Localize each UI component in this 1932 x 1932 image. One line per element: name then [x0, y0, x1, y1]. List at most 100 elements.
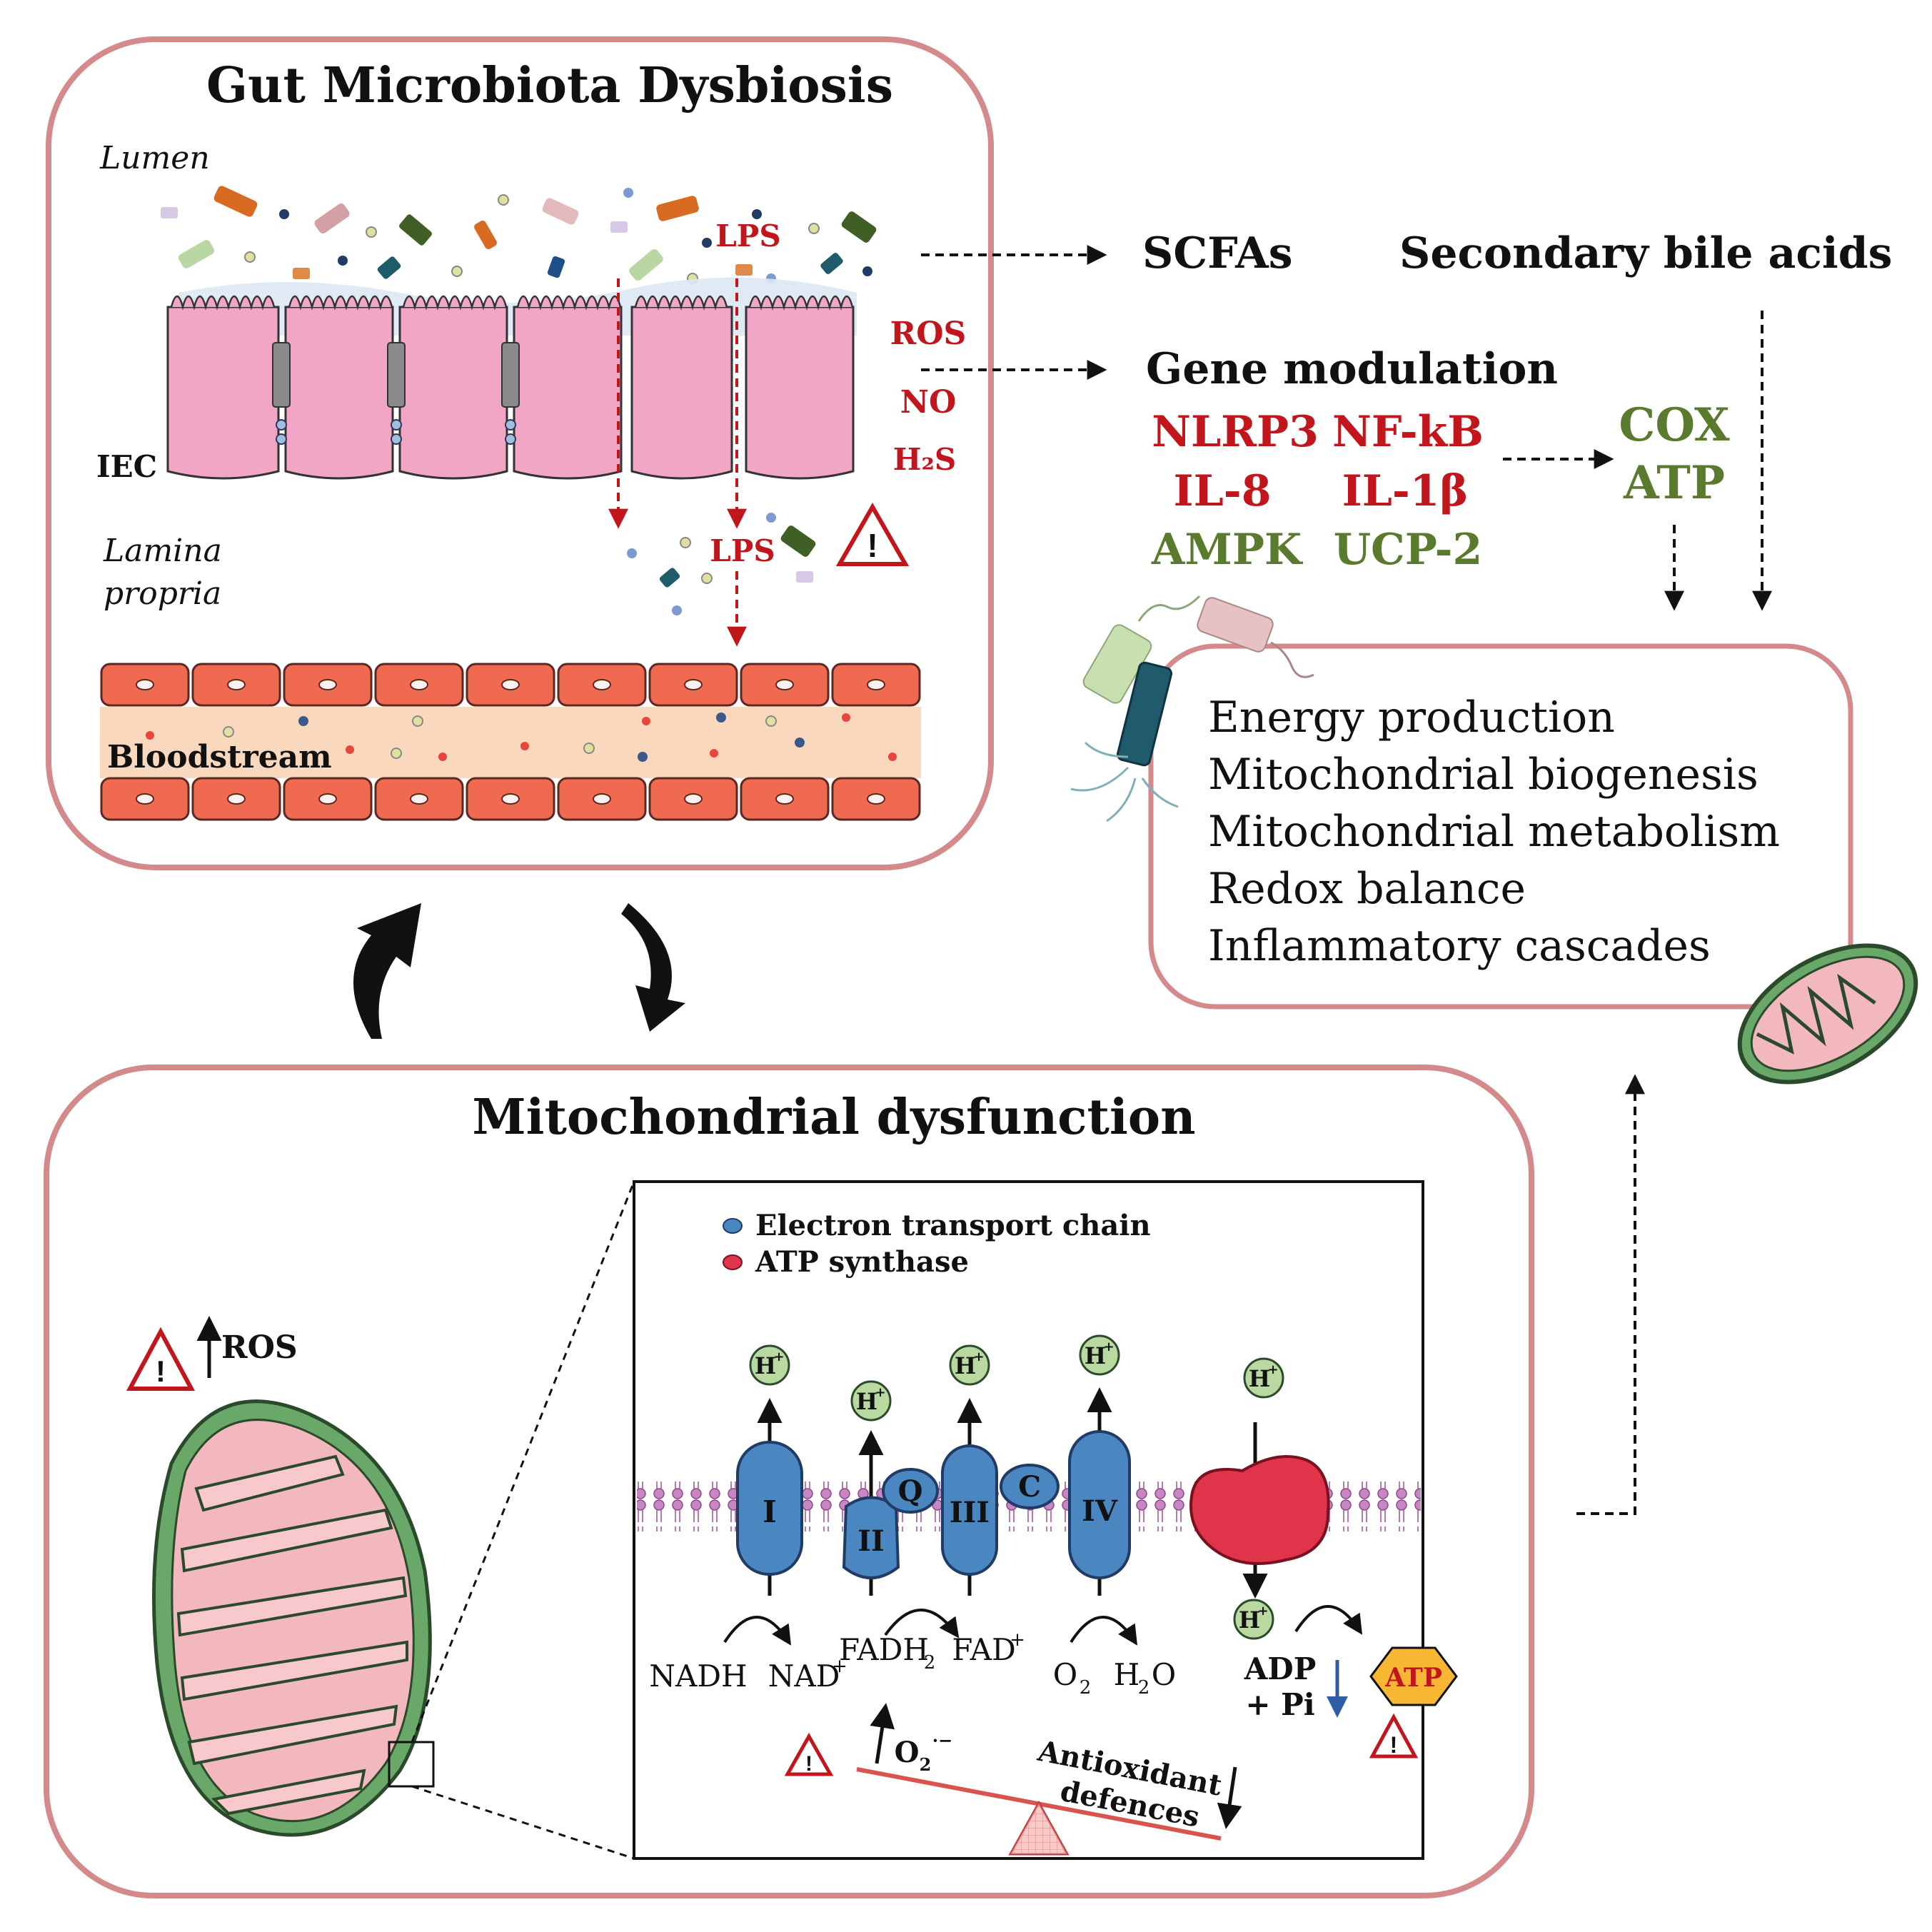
svg-text:!: !	[805, 1752, 812, 1776]
legend-atp-synthase-swatch	[723, 1254, 743, 1270]
zoom-box	[388, 1741, 435, 1788]
zoom-line-bottom	[411, 1785, 635, 1860]
gene-nlrp3: NLRP3	[1152, 407, 1319, 457]
lumen-bacteria	[161, 186, 877, 284]
effects-box	[1148, 643, 1853, 1010]
svg-text:+: +	[875, 1385, 885, 1400]
superoxide-label: O	[895, 1736, 920, 1769]
bloodstream-label: Bloodstream	[107, 739, 332, 775]
legend-atp-synthase-label: ATP synthase	[755, 1245, 969, 1279]
gene-modulation-label: Gene modulation	[1146, 344, 1558, 394]
legend-etc-label: Electron transport chain	[755, 1209, 1151, 1242]
lamina-particles	[627, 513, 816, 615]
right-side: SCFAs Secondary bile acids Gene modulati…	[921, 228, 1918, 1515]
nadh-reaction-arrow	[723, 1616, 792, 1646]
h2o-o: O	[1152, 1657, 1176, 1692]
svg-text:H: H	[1085, 1342, 1106, 1369]
svg-text:!: !	[156, 1354, 166, 1388]
lps-top-label: LPS	[715, 218, 780, 253]
lps-bottom-label: LPS	[710, 533, 775, 568]
cycle-arrows	[353, 903, 685, 1039]
atp-hexagon: ATP	[1369, 1646, 1458, 1706]
pi-label: + Pi	[1245, 1687, 1314, 1722]
iec-label: IEC	[96, 449, 157, 484]
mitochondrion-large	[152, 1399, 435, 1837]
mito-to-box-arrow	[1576, 1074, 1645, 1515]
blood-vessel	[100, 663, 921, 821]
ros-label: ROS	[890, 316, 967, 352]
propria-label: propria	[104, 575, 221, 612]
svg-text:H: H	[1249, 1365, 1270, 1392]
lumen-label: Lumen	[99, 140, 210, 176]
nad-charge: +	[832, 1656, 847, 1677]
o2-reaction-arrow	[1070, 1616, 1138, 1646]
complex-iv-label: IV	[1082, 1494, 1118, 1528]
fadh2-reaction-arrow	[884, 1609, 960, 1639]
svg-text:H: H	[755, 1352, 776, 1379]
proton-6: H +	[1233, 1599, 1274, 1640]
effect-redox: Redox balance	[1208, 864, 1526, 914]
gene-nfkb: NF-kB	[1332, 407, 1484, 457]
svg-text:+: +	[773, 1349, 784, 1364]
superoxide-charge: ·−	[932, 1730, 952, 1751]
complex-ii-label: II	[857, 1524, 884, 1558]
proton-5: H +	[1243, 1357, 1284, 1399]
lamina-label: Lamina	[103, 533, 222, 569]
warning-icon-ros: !	[126, 1327, 196, 1391]
complex-iv: IV	[1068, 1387, 1131, 1596]
h2o-sub: 2	[1138, 1677, 1150, 1699]
svg-text:+: +	[1267, 1362, 1278, 1377]
svg-text:H: H	[1239, 1606, 1260, 1634]
mito-panel-title: Mitochondrial dysfunction	[472, 1089, 1195, 1146]
fadh2-sub: 2	[924, 1652, 936, 1674]
zoom-line-top	[411, 1181, 635, 1743]
proton-4: H +	[1079, 1334, 1120, 1376]
fad-charge: +	[1010, 1629, 1025, 1651]
mitochondrion-small-icon	[1737, 943, 1918, 1085]
svg-text:!: !	[867, 527, 877, 564]
effect-inflammation: Inflammatory cascades	[1208, 921, 1711, 971]
proton-1: H +	[749, 1344, 790, 1386]
proton-2: H +	[850, 1380, 892, 1422]
svg-text:H: H	[955, 1352, 976, 1379]
nad-label: NAD	[768, 1659, 840, 1694]
cycle-arrow-down	[621, 903, 685, 1032]
legend-etc-swatch	[723, 1218, 743, 1234]
atp-hexagon-label: ATP	[1384, 1663, 1442, 1693]
epithelial-cells	[166, 295, 855, 480]
proton-3: H +	[949, 1344, 990, 1386]
atp-reaction-arrow	[1294, 1605, 1363, 1635]
warning-icon-atp: !	[1369, 1713, 1419, 1759]
gut-panel: Gut Microbiota Dysbiosis Lumen	[46, 36, 994, 870]
effect-energy: Energy production	[1208, 693, 1615, 743]
mito-panel: Mitochondrial dysfunction ! ROS	[44, 1065, 1534, 1898]
effect-metabolism: Mitochondrial metabolism	[1208, 807, 1780, 857]
svg-text:H: H	[856, 1388, 877, 1415]
superoxide-up-arrow	[870, 1703, 895, 1764]
complex-iii-label: III	[950, 1496, 990, 1529]
superoxide-sub: 2	[920, 1754, 932, 1775]
ubiquinone-label: Q	[898, 1474, 923, 1508]
gut-panel-title: Gut Microbiota Dysbiosis	[206, 57, 893, 114]
cox-label: COX	[1619, 398, 1730, 452]
atp-synthase	[1189, 1422, 1330, 1599]
cycle-arrow-up	[353, 903, 421, 1039]
o2-sub: 2	[1080, 1677, 1092, 1699]
cytochrome-c-label: C	[1018, 1470, 1041, 1504]
inset-legend: Electron transport chain ATP synthase	[723, 1209, 1151, 1279]
cytochrome-c: C	[1000, 1464, 1060, 1509]
gene-ucp2: UCP-2	[1334, 525, 1483, 575]
o2-label: O	[1053, 1657, 1077, 1692]
ubiquinone-q: Q	[882, 1468, 939, 1514]
h2s-label: H₂S	[893, 442, 956, 477]
gene-ampk: AMPK	[1151, 525, 1303, 575]
svg-text:!: !	[1390, 1732, 1398, 1758]
fadh2-label: FADH	[839, 1632, 929, 1667]
complex-ii: II	[842, 1430, 900, 1596]
h2o-h: H	[1114, 1657, 1140, 1692]
ros-increase-label: ROS	[221, 1329, 298, 1366]
warning-icon-superoxide: !	[784, 1732, 834, 1776]
svg-text:+: +	[1257, 1604, 1268, 1619]
scfas-label: SCFAs	[1142, 228, 1293, 278]
